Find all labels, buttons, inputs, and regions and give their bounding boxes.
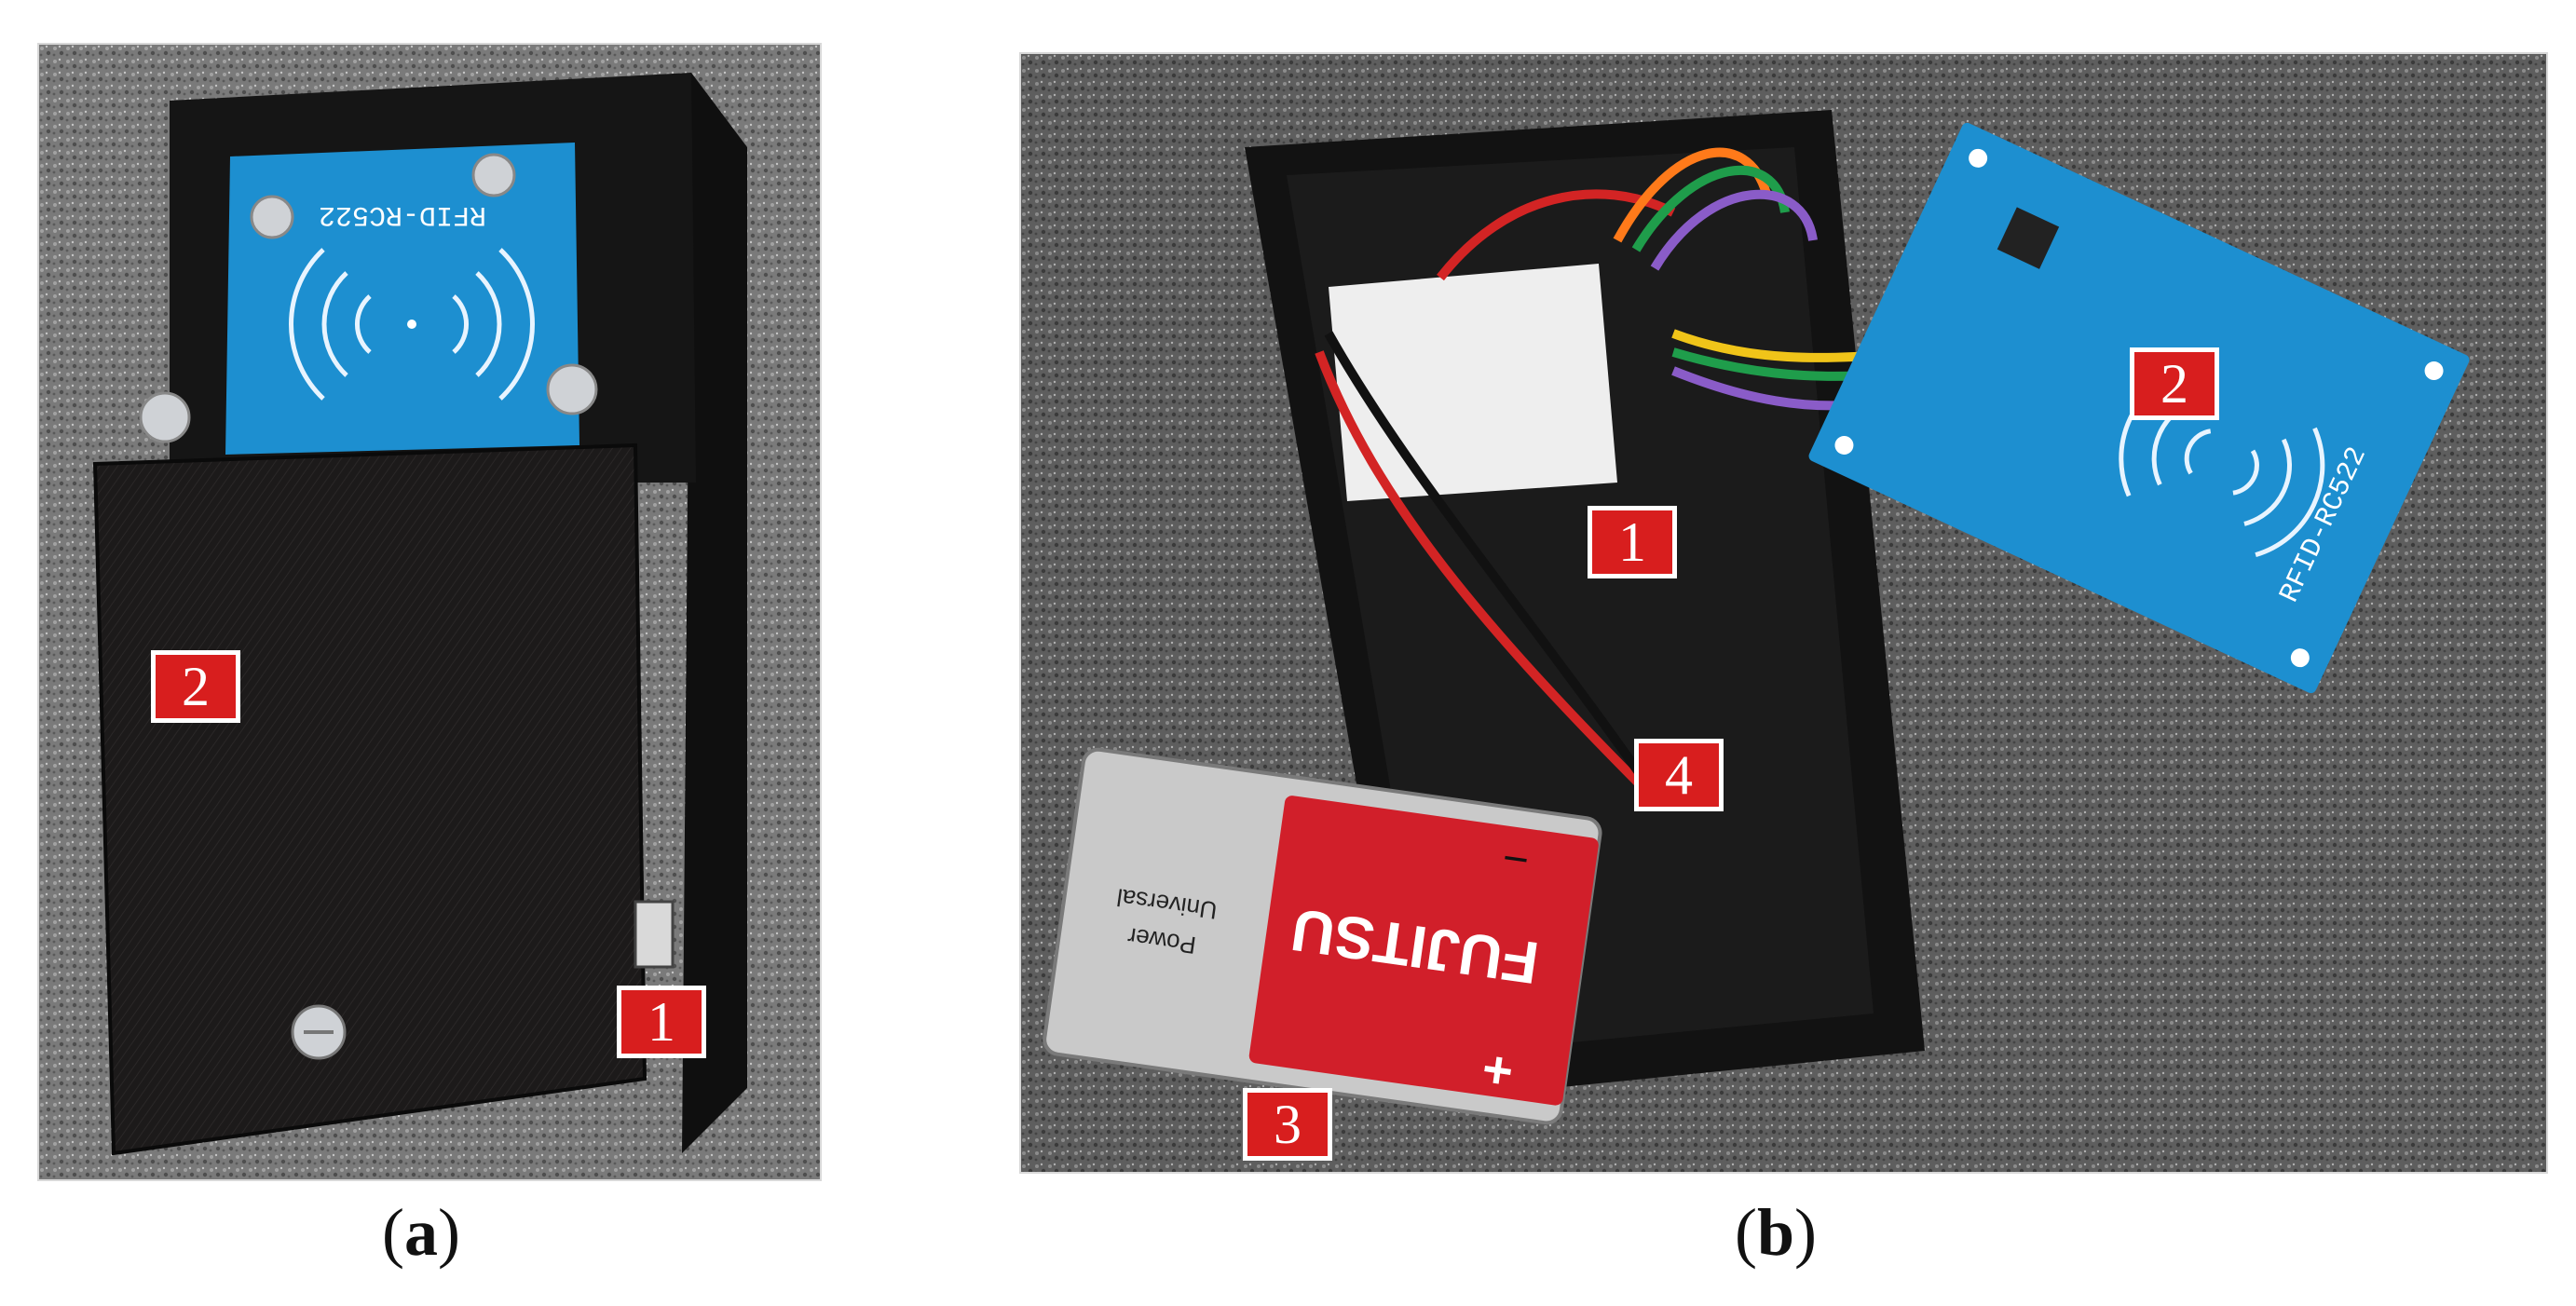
- caption-a: (a): [382, 1190, 460, 1274]
- enclosure-photo-a: RFID-RC522: [39, 45, 820, 1179]
- marker-b-3: 3: [1243, 1088, 1332, 1161]
- marker-a-2: 2: [151, 650, 240, 723]
- photo-panel-a: RFID-RC522 1 2: [39, 45, 820, 1179]
- opened-device-photo-b: RFID-RC522 FUJITSU Universal Power − +: [1021, 54, 2546, 1172]
- caption-b-open: (: [1735, 1195, 1757, 1270]
- marker-b-2: 2: [2130, 347, 2219, 420]
- marker-a-1: 1: [617, 986, 706, 1058]
- caption-b-letter: b: [1756, 1195, 1795, 1270]
- caption-b-close: ): [1794, 1195, 1818, 1270]
- rfid-label-a: RFID-RC522: [319, 198, 486, 230]
- marker-b-1: 1: [1588, 506, 1677, 578]
- caption-a-close: ): [437, 1195, 460, 1270]
- caption-a-open: (: [382, 1195, 404, 1270]
- photo-panel-b: RFID-RC522 FUJITSU Universal Power − + 1…: [1021, 54, 2546, 1172]
- marker-b-4: 4: [1634, 739, 1724, 811]
- caption-a-letter: a: [403, 1195, 438, 1270]
- caption-b: (b): [1735, 1190, 1817, 1274]
- rfid-antenna-icon: [289, 248, 535, 401]
